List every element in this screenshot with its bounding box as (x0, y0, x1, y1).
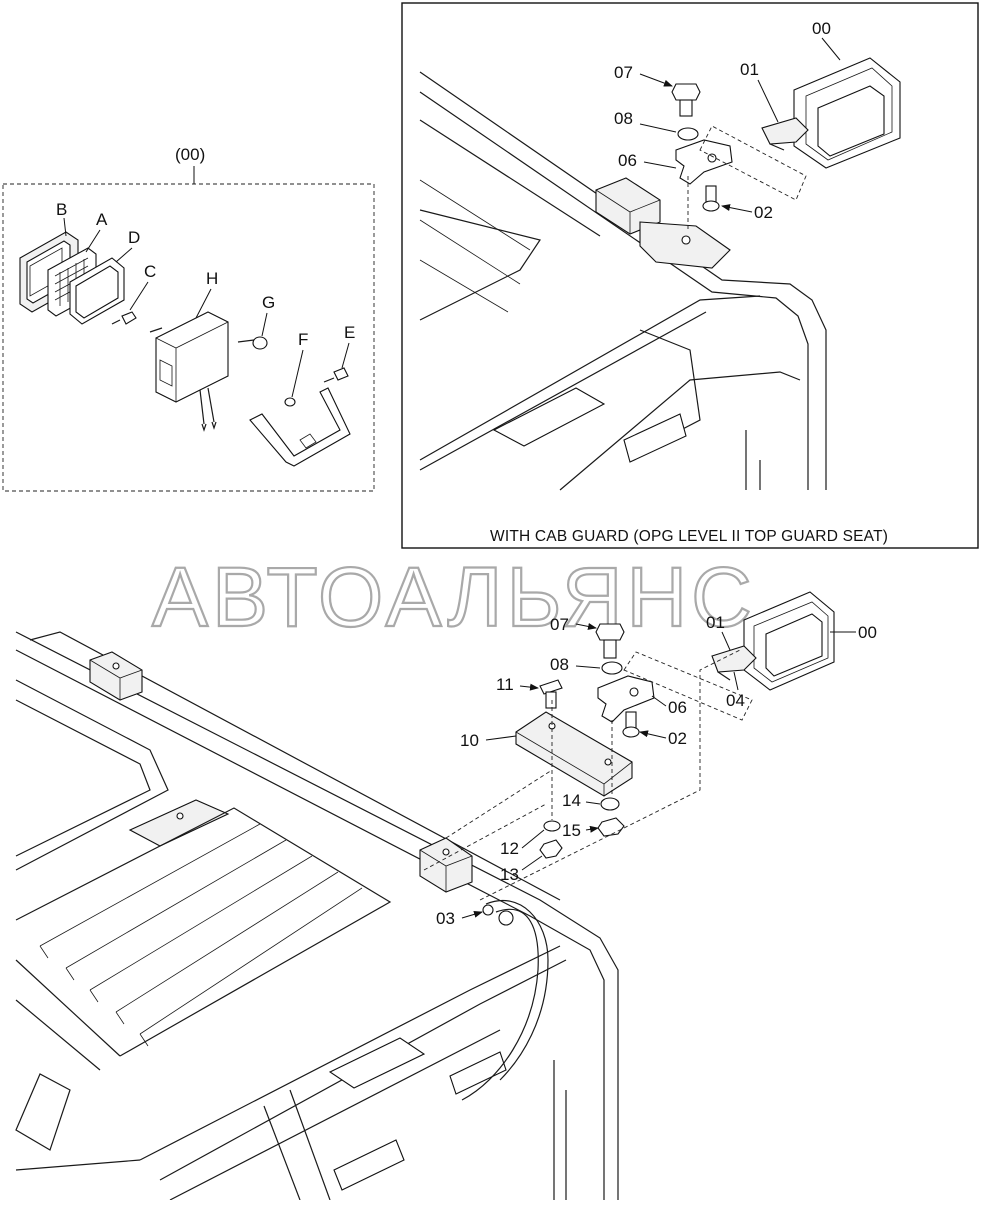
main-label-04: 04 (726, 691, 745, 710)
main-harness-03 (461, 899, 549, 1101)
main-nut-13 (539, 839, 563, 859)
main-work-lamp-00 (711, 591, 835, 691)
main-bolt-11 (539, 679, 563, 709)
main-label-06: 06 (668, 698, 687, 717)
washer-f (284, 397, 296, 407)
inset-bracket-06 (675, 139, 733, 185)
main-label-12: 12 (500, 839, 519, 858)
main-label-00: 00 (858, 623, 877, 642)
main-label-07: 07 (550, 615, 569, 634)
roof-slats (15, 807, 392, 1071)
screw-g (237, 336, 268, 350)
inset-label-08: 08 (614, 109, 633, 128)
main-bolt-07 (595, 623, 625, 659)
main-washer-12 (543, 820, 561, 832)
inset-washer-08 (677, 127, 699, 141)
main-label-13: 13 (500, 865, 519, 884)
lamp-exploded-view: (00) (2, 145, 375, 492)
cab-guard-inset: WITH CAB GUARD (OPG LEVEL II TOP GUARD S… (401, 2, 979, 549)
label-e: E (344, 323, 355, 342)
main-label-14: 14 (562, 791, 581, 810)
watermark-text: АВТОАЛЬЯНС (152, 550, 756, 644)
label-b: B (56, 200, 67, 219)
main-label-01: 01 (706, 613, 725, 632)
label-h: H (206, 269, 218, 288)
inset-work-lamp-00 (761, 57, 901, 169)
main-bracket-10 (515, 711, 633, 797)
main-bracket-06 (597, 675, 655, 723)
inset-label-07: 07 (614, 63, 633, 82)
inset-cab-roof (419, 71, 827, 491)
main-nut-15 (597, 817, 625, 837)
lamp-bracket (249, 387, 351, 467)
inset-label-01: 01 (740, 60, 759, 79)
main-label-15: 15 (562, 821, 581, 840)
main-washer-14 (600, 797, 620, 811)
inset-label-00: 00 (812, 19, 831, 38)
gasket-d (69, 257, 125, 325)
main-label-02: 02 (668, 729, 687, 748)
main-washer-08 (601, 661, 623, 675)
label-f: F (298, 330, 308, 349)
inset-label-06: 06 (618, 151, 637, 170)
lamp-body-h (149, 311, 229, 432)
screw-c (111, 311, 137, 325)
label-g: G (262, 293, 275, 312)
label-c: C (144, 262, 156, 281)
main-label-03: 03 (436, 909, 455, 928)
inset-bolt-02 (702, 185, 720, 212)
inset-caption: WITH CAB GUARD (OPG LEVEL II TOP GUARD S… (490, 528, 888, 545)
main-label-11: 11 (496, 675, 514, 694)
main-label-08: 08 (550, 655, 569, 674)
main-bolt-02 (622, 711, 640, 738)
label-a: A (96, 210, 108, 229)
main-label-10: 10 (460, 731, 479, 750)
main-cab-view: 07 01 00 08 11 06 04 10 02 14 12 15 13 0… (15, 591, 877, 1201)
label-d: D (128, 228, 140, 247)
inset-bolt-07 (671, 83, 701, 117)
bolt-e (323, 367, 349, 383)
inset-label-02: 02 (754, 203, 773, 222)
exploded-view-title: (00) (175, 145, 205, 164)
